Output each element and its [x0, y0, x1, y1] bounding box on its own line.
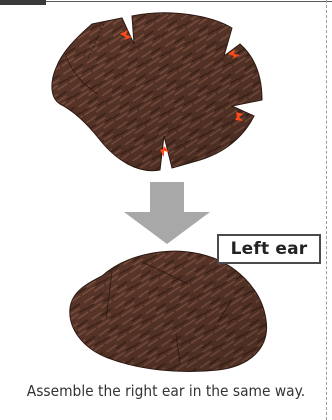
flat-ear-piece: [52, 13, 262, 171]
left-ear-label: Left ear: [217, 234, 321, 264]
assembled-ear: [70, 251, 267, 371]
down-arrow-icon: [124, 182, 210, 244]
instruction-caption: Assemble the right ear in the same way.: [13, 382, 318, 400]
